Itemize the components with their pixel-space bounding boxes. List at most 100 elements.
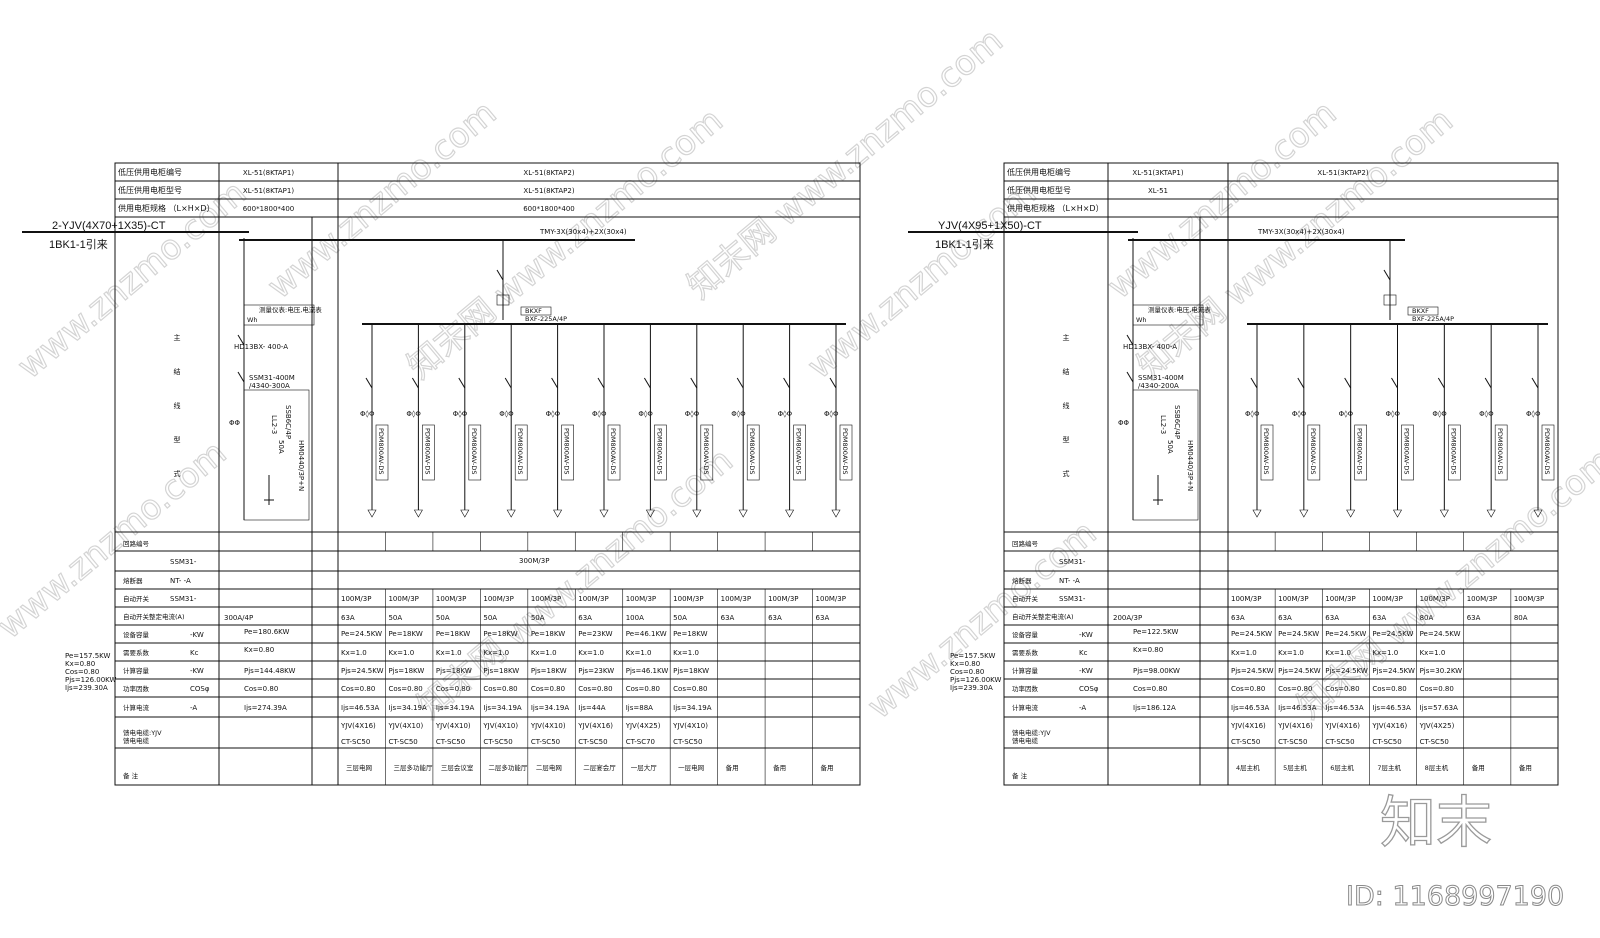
circuit-remark: 二层多功能厅 [488,763,528,772]
circuit-pe: Pe=24.5KW [1325,630,1366,638]
ct-symbol: Φ◊Φ [1479,410,1494,418]
busbox-symbol [496,294,510,306]
protection-box [1132,389,1199,521]
watermark-site-text: 知末网 www.znzmo.com [1290,440,1600,726]
panel-frame [114,162,861,786]
circuit-setting: 63A [1278,614,1292,622]
row-label-calc: 设备容量 [123,630,150,639]
outgoing-breaker-box [654,424,667,481]
circuit-pe: Pe=18KW [483,630,517,638]
circuit-pe: Pe=23KW [578,630,612,638]
circuit-kx: Kx=1.0 [1420,649,1446,657]
meter-wh-label: Wh [1136,316,1147,324]
circuit-setting: 63A [1231,614,1245,622]
circuit-pjs: Pjs=24.5KW [1325,667,1368,675]
ct-label: LL2-3 [1159,415,1167,434]
circuit-remark: 三层会议室 [441,763,474,772]
circuit-ijs: Ijs=34.19A [388,704,427,712]
row-label-calc: 计算容量 [1012,666,1039,675]
outgoing-breaker-box [746,424,760,481]
outgoing-breaker-model: PDM800AV-DS [470,428,478,475]
row-label-cable: 馈电电缆 [123,736,150,745]
row-label-setting: 自动开关整定电流(A) [1012,612,1074,621]
outgoing-breaker-box [1401,424,1414,481]
circuit-setting: 63A [578,614,592,622]
circuit-cable: YJV(4X10) [482,722,518,730]
spd-model-label: HM0440/3P+N [297,440,305,491]
circuit-pjs: Pjs=18KW [673,667,709,675]
circuit-ijs: Ijs=46.53A [1372,704,1411,712]
circuit-breaker-rating: 100M/3P [816,595,846,603]
circuit-ijs: Ijs=34.19A [483,704,522,712]
wiring-mode-char: 线 [1063,401,1070,410]
circuit-pjs: Pjs=30.2KW [1420,667,1463,675]
side-calc-value: Ijs=239.30A [65,684,108,692]
circuit-ijs: Ijs=46.53A [341,704,380,712]
circuit-setting: 50A [436,614,450,622]
watermark-site-text: www.znzmo.com [1100,93,1344,307]
circuit-kx: Kx=1.0 [531,649,557,657]
main-ijs-value: Ijs=274.39A [244,704,287,712]
outgoing-breaker-box [607,424,621,481]
circuit-breaker-rating: 100M/3P [388,595,418,603]
busbox-tag [1407,306,1439,316]
panel-frame [1003,162,1559,786]
circuit-pjs: Pjs=18KW [436,667,472,675]
feeder-cable-label: 2-YJV(4X70+1X35)-CT [52,220,166,232]
circuit-setting: 80A [1420,614,1434,622]
outgoing-breaker-contact [1391,377,1398,389]
circuit-pjs: Pjs=24.5KW [341,667,384,675]
circuit-remark: 一层大厅 [631,763,658,772]
outgoing-breaker-contact [783,377,791,389]
circuit-cos: Cos=0.80 [436,685,470,693]
row-pole-code: SSM31- [1059,558,1086,566]
ct-label: LL2-3 [270,415,278,434]
circuit-ijs: Ijs=44A [578,704,605,712]
outgoing-breaker-model: PDM800AV-DS [1262,428,1270,475]
cabinet1-model: XL-51 [1148,187,1168,195]
outgoing-breaker-contact [411,377,419,389]
outgoing-breaker-model: PDM800AV-DS [1403,428,1411,475]
circuit-ijs: Ijs=46.53A [1325,704,1364,712]
brand-logo-text: 知末 [1380,791,1492,856]
circuit-remark: 8层主机 [1425,763,1449,772]
circuit-cable: YJV(4X10) [387,722,423,730]
row-label-breaker: 自动开关 [1012,594,1039,603]
wiring-mode-char: 主 [1063,333,1070,342]
outgoing-breaker-model: PDM800AV-DS [1496,428,1504,475]
circuit-breaker-rating: 100M/3P [626,595,656,603]
outgoing-breaker-contact [1250,377,1258,389]
main-setting-value: 200A/3P [1113,614,1142,622]
side-calc-value: Pjs=126.00KW [950,676,1002,684]
breaker-contact [237,334,245,346]
circuit-conduit: CT-SC70 [626,738,655,746]
outgoing-breaker-contact [504,377,512,389]
ct-symbol: ΦΦ [1118,419,1130,427]
cabinet1-code: XL-51(8KTAP1) [243,169,294,177]
circuit-pjs: Pjs=23KW [578,667,614,675]
outgoing-breaker-contact [551,377,559,389]
circuit-cable: YJV(4X16) [1277,722,1313,730]
circuit-pe: Pe=18KW [436,630,470,638]
spd-model-label: HM0440/3P+N [1186,440,1194,491]
row-label-calc: 计算电流 [1012,703,1039,712]
outgoing-breaker-box [514,424,528,481]
circuit-remark: 备用 [1519,763,1532,772]
row-breaker-value: SSM31- [1059,595,1086,603]
wiring-mode-char: 式 [174,469,181,478]
circuit-cos: Cos=0.80 [388,685,422,693]
circuit-conduit: CT-SC50 [1420,738,1449,746]
outgoing-breaker-box [839,424,853,481]
circuit-breaker-rating: 100M/3P [1467,595,1497,603]
protection-box [243,389,310,521]
outgoing-breaker-model: PDM800AV-DS [1356,428,1364,475]
meter-label: 测量仪表:电压,电流表 [259,305,322,314]
circuit-cos: Cos=0.80 [1420,685,1454,693]
main-pe-value: Pe=122.5KW [1133,628,1179,636]
circuit-cable: YJV(4X16) [340,722,376,730]
breaker-contact [1126,334,1134,346]
ct-symbol: Φ◊Φ [778,410,793,418]
outgoing-breaker-model: PDM800AV-DS [748,428,756,475]
main-switch-label: /4340-200A [1138,382,1179,390]
circuit-setting: 63A [1467,614,1481,622]
